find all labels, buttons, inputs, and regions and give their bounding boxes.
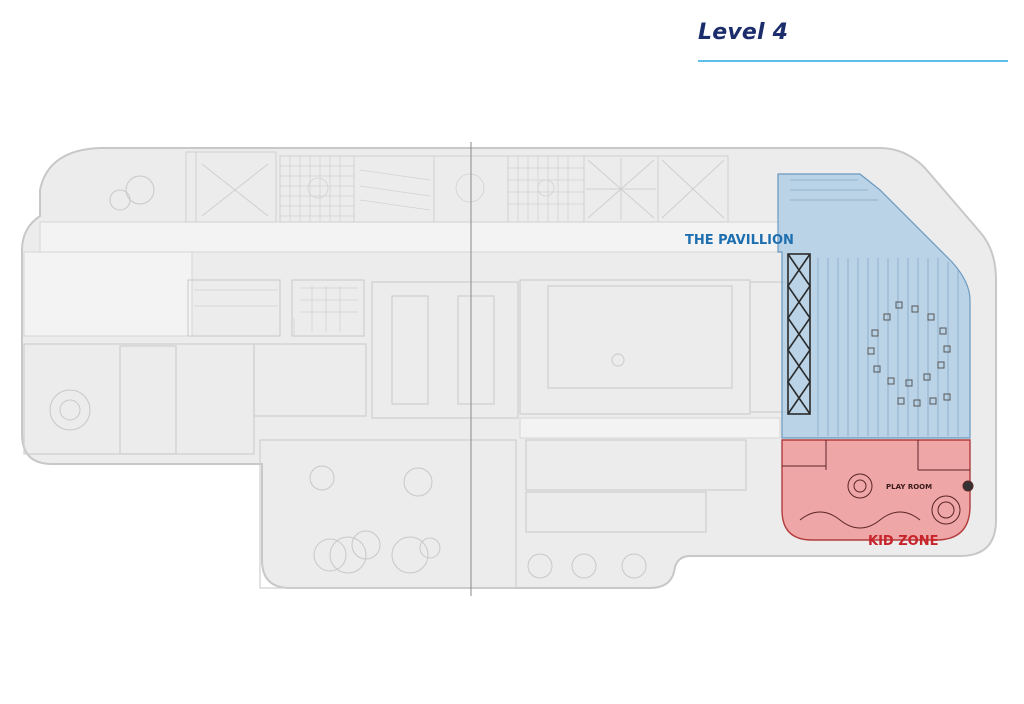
play-room-label: PLAY ROOM	[886, 483, 932, 491]
corridors	[23, 221, 781, 439]
decor-circles	[49, 175, 647, 579]
kid-zone-label: KID ZONE	[868, 534, 938, 549]
floor-patterns	[194, 156, 584, 336]
middle-rooms	[23, 279, 789, 589]
title-rule	[698, 60, 1008, 62]
pavillion-decking	[790, 179, 959, 436]
seating-ring	[867, 301, 951, 407]
kid-zone-area	[781, 439, 971, 541]
kid-zone-details	[782, 440, 974, 529]
building-outline	[21, 147, 997, 589]
page-title: Level 4	[698, 20, 789, 45]
truss-structure	[787, 253, 811, 415]
pavillion-label: THE PAVILLION	[685, 233, 794, 248]
top-rooms	[185, 151, 729, 223]
pavillion-zone	[777, 173, 971, 439]
